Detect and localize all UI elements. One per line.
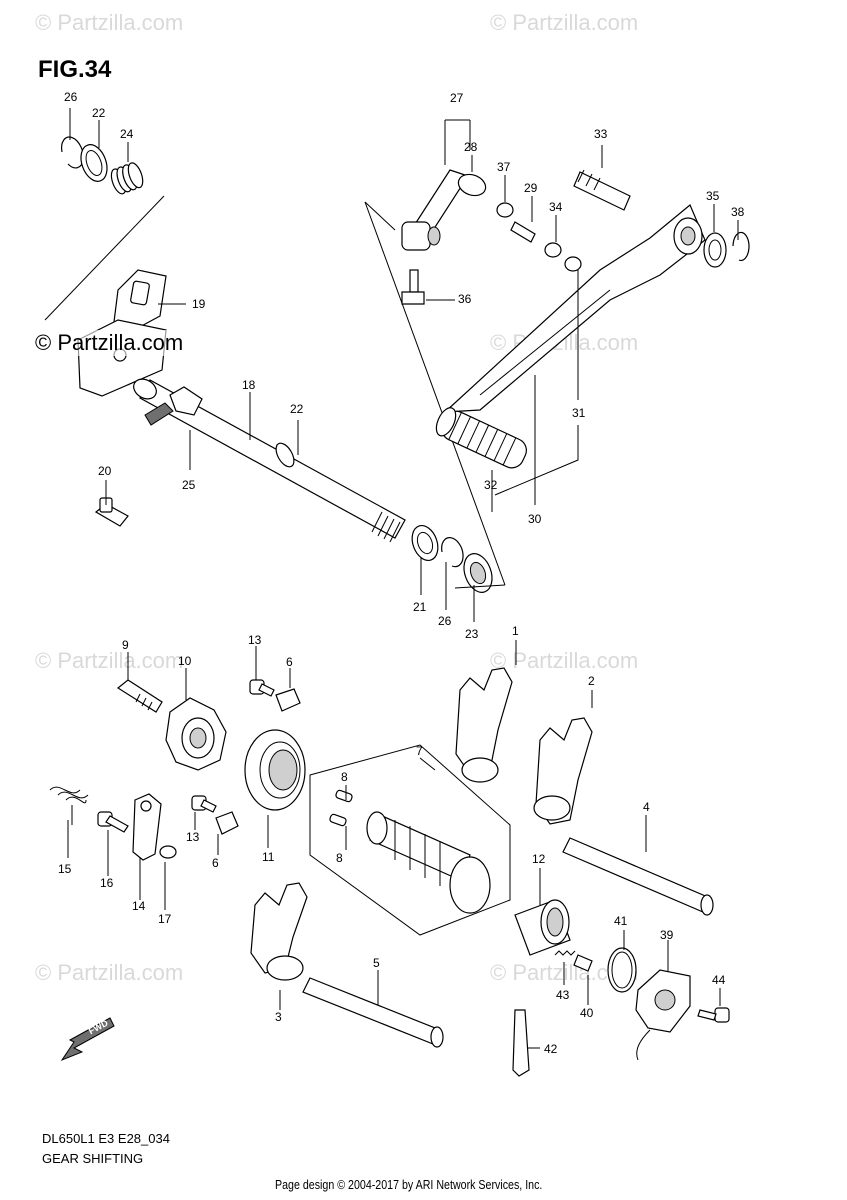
shift-shaft-group (44, 108, 493, 622)
callout-23: 23 (465, 627, 479, 641)
watermark: © Partzilla.com (35, 648, 184, 673)
watermark: © Partzilla.com (35, 960, 184, 985)
callout-10: 10 (178, 654, 192, 668)
callout-34: 34 (549, 200, 563, 214)
callout-13: 13 (248, 633, 262, 647)
callout-19: 19 (192, 297, 206, 311)
callout-12: 12 (532, 852, 546, 866)
callout-43: 43 (556, 988, 570, 1002)
callout-8: 8 (341, 770, 348, 784)
callout-32: 32 (484, 478, 498, 492)
callout-30: 30 (528, 512, 542, 526)
callout-41: 41 (614, 914, 628, 928)
callout-1: 1 (512, 624, 519, 638)
callout-33: 33 (594, 127, 608, 141)
callout-38: 38 (731, 205, 745, 219)
callout-7: 7 (416, 744, 423, 758)
callout-27: 27 (450, 91, 464, 105)
callout-14: 14 (132, 899, 146, 913)
callout-11: 11 (262, 850, 275, 864)
callout-36: 36 (458, 292, 472, 306)
callout-6b: 6 (212, 856, 219, 870)
callout-26: 26 (64, 90, 78, 104)
callout-17: 17 (158, 912, 172, 926)
callout-42: 42 (544, 1042, 558, 1056)
callout-25: 25 (182, 478, 196, 492)
callout-21: 21 (413, 600, 427, 614)
callout-31: 31 (572, 406, 586, 420)
model-code: DL650L1 E3 E28_034 (42, 1131, 170, 1146)
callout-20: 20 (98, 464, 112, 478)
callout-26b: 26 (438, 614, 452, 628)
callout-22: 22 (92, 106, 106, 120)
callout-13b: 13 (186, 830, 200, 844)
callout-35: 35 (706, 189, 720, 203)
callout-15: 15 (58, 862, 72, 876)
callout-24: 24 (120, 127, 134, 141)
callout-37: 37 (497, 160, 511, 174)
shift-lever-group (364, 119, 750, 589)
callout-2: 2 (588, 674, 595, 688)
callout-4: 4 (643, 800, 650, 814)
figure-name: GEAR SHIFTING (42, 1151, 144, 1166)
callout-6: 6 (286, 655, 293, 669)
copyright-notice: Page design © 2004-2017 by ARI Network S… (275, 1177, 543, 1192)
figure-title: FIG.34 (38, 56, 112, 83)
callout-9: 9 (122, 638, 129, 652)
callout-8b: 8 (336, 851, 343, 865)
callout-5: 5 (373, 956, 380, 970)
callout-22b: 22 (290, 402, 304, 416)
callout-3: 3 (275, 1010, 282, 1024)
watermark: © Partzilla.com (35, 10, 184, 35)
shift-drum-group (49, 640, 730, 1077)
callout-28: 28 (464, 140, 478, 154)
watermark: © Partzilla.com (490, 648, 639, 673)
watermark-main: © Partzilla.com (35, 330, 184, 356)
callout-16: 16 (100, 876, 114, 890)
callout-44: 44 (712, 973, 726, 987)
watermark: © Partzilla.com (490, 10, 639, 35)
callout-40: 40 (580, 1006, 594, 1020)
callout-29: 29 (524, 181, 538, 195)
callout-39: 39 (660, 928, 674, 942)
callout-18: 18 (242, 378, 256, 392)
